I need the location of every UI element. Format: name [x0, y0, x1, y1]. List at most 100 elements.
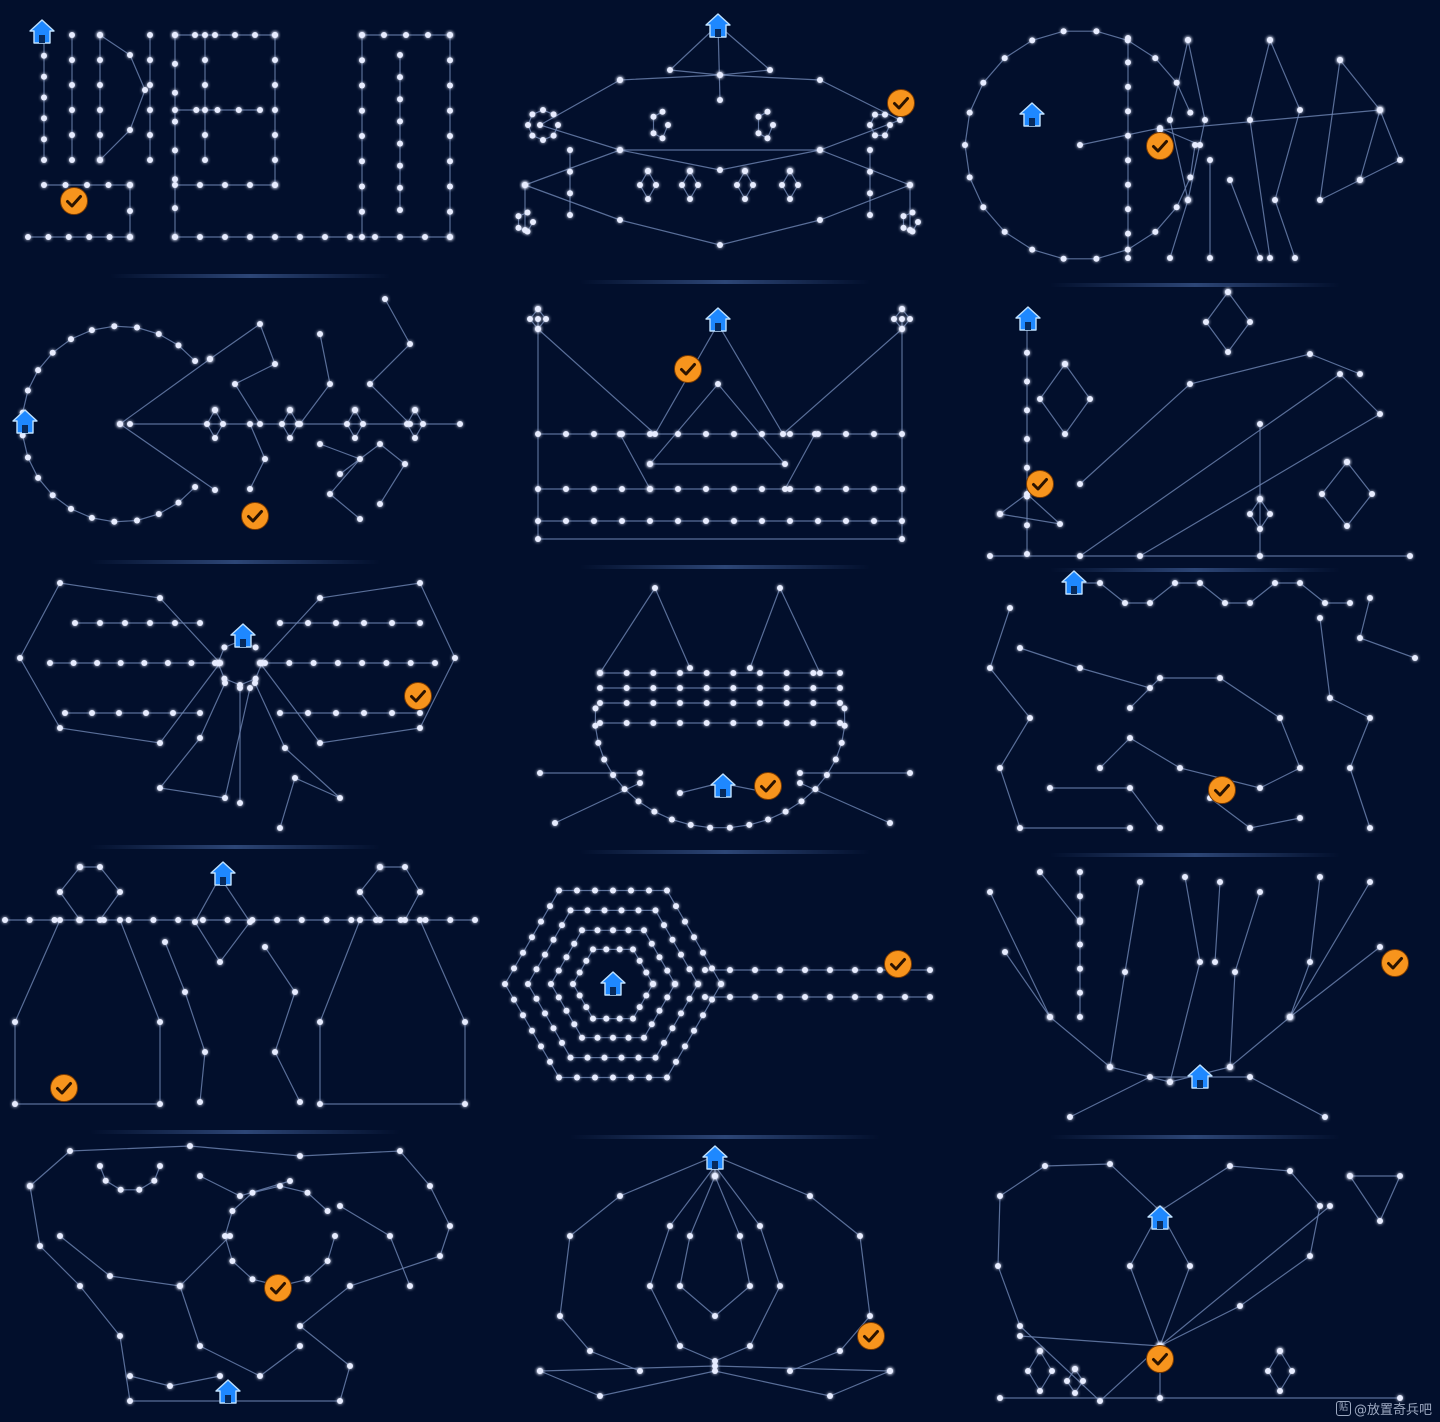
star-node[interactable] — [37, 1243, 43, 1249]
star-node[interactable] — [404, 421, 410, 427]
star-node[interactable] — [695, 182, 701, 188]
star-node[interactable] — [193, 107, 200, 113]
star-node[interactable] — [1257, 496, 1263, 502]
star-node[interactable] — [361, 710, 367, 716]
star-node[interactable] — [157, 1101, 163, 1107]
star-node[interactable] — [97, 157, 103, 163]
star-node[interactable] — [899, 316, 905, 322]
star-node[interactable] — [207, 356, 213, 362]
star-node[interactable] — [1137, 879, 1143, 885]
star-node[interactable] — [437, 1253, 443, 1259]
star-node[interactable] — [1077, 941, 1083, 948]
star-node[interactable] — [899, 326, 905, 332]
star-node[interactable] — [232, 381, 238, 387]
star-node[interactable] — [530, 219, 536, 225]
star-node[interactable] — [1187, 174, 1194, 181]
star-node[interactable] — [1347, 765, 1353, 771]
star-node[interactable] — [359, 660, 366, 666]
star-node[interactable] — [447, 57, 453, 64]
star-node[interactable] — [673, 1058, 679, 1065]
star-node[interactable] — [257, 660, 263, 666]
star-node[interactable] — [852, 994, 858, 1000]
star-node[interactable] — [147, 132, 153, 138]
star-node[interactable] — [117, 1186, 124, 1193]
star-node[interactable] — [172, 234, 178, 240]
star-node[interactable] — [197, 735, 203, 741]
star-node[interactable] — [815, 518, 821, 524]
star-node[interactable] — [1272, 197, 1278, 203]
star-node[interactable] — [134, 324, 140, 331]
house-icon[interactable] — [700, 1143, 730, 1173]
star-node[interactable] — [199, 917, 206, 923]
star-node[interactable] — [520, 1012, 526, 1019]
star-node[interactable] — [737, 1233, 743, 1239]
star-node[interactable] — [731, 431, 737, 437]
star-node[interactable] — [292, 989, 298, 995]
star-node[interactable] — [637, 770, 643, 776]
star-node[interactable] — [550, 1025, 557, 1032]
star-node[interactable] — [1225, 289, 1231, 295]
star-node[interactable] — [1125, 59, 1131, 66]
star-node[interactable] — [827, 967, 833, 973]
star-node[interactable] — [625, 927, 632, 934]
star-node[interactable] — [188, 660, 195, 666]
star-node[interactable] — [1192, 142, 1198, 148]
star-node[interactable] — [987, 553, 993, 559]
star-node[interactable] — [227, 1233, 233, 1239]
star-node[interactable] — [247, 234, 253, 240]
star-node[interactable] — [594, 1034, 601, 1041]
star-node[interactable] — [212, 407, 218, 413]
star-node[interactable] — [691, 934, 697, 941]
star-node[interactable] — [297, 234, 303, 240]
star-node[interactable] — [686, 966, 693, 973]
star-node[interactable] — [617, 431, 623, 437]
star-node[interactable] — [623, 720, 630, 726]
star-node[interactable] — [252, 680, 258, 686]
star-node[interactable] — [324, 1208, 331, 1214]
star-node[interactable] — [650, 981, 656, 987]
star-node[interactable] — [687, 821, 694, 828]
star-node[interactable] — [542, 1010, 548, 1017]
star-node[interactable] — [527, 316, 533, 322]
star-node[interactable] — [529, 934, 535, 941]
star-node[interactable] — [297, 1343, 303, 1349]
star-node[interactable] — [212, 32, 218, 38]
star-node[interactable] — [1167, 1079, 1173, 1085]
star-node[interactable] — [700, 1012, 706, 1019]
star-node[interactable] — [664, 994, 671, 1001]
star-node[interactable] — [337, 471, 343, 477]
star-node[interactable] — [397, 96, 403, 103]
star-node[interactable] — [1157, 675, 1163, 681]
star-node[interactable] — [867, 122, 873, 128]
star-node[interactable] — [717, 167, 723, 173]
star-node[interactable] — [427, 1183, 433, 1189]
star-node[interactable] — [810, 720, 817, 726]
star-node[interactable] — [41, 157, 47, 163]
star-node[interactable] — [1122, 969, 1128, 975]
star-node[interactable] — [618, 1054, 625, 1061]
star-node[interactable] — [563, 486, 569, 492]
star-node[interactable] — [687, 665, 693, 671]
star-node[interactable] — [367, 381, 373, 387]
star-node[interactable] — [717, 97, 723, 103]
star-node[interactable] — [1152, 228, 1159, 235]
star-node[interactable] — [172, 32, 178, 38]
star-node[interactable] — [397, 207, 403, 213]
star-node[interactable] — [1397, 1173, 1403, 1179]
star-node[interactable] — [357, 889, 363, 895]
star-node[interactable] — [347, 234, 353, 240]
star-node[interactable] — [360, 421, 366, 427]
puzzle-panel-tree[interactable] — [960, 852, 1440, 1136]
star-node[interactable] — [69, 157, 75, 163]
star-node[interactable] — [337, 1398, 343, 1404]
star-node[interactable] — [352, 407, 358, 413]
star-node[interactable] — [97, 917, 103, 923]
star-node[interactable] — [659, 108, 666, 115]
star-node[interactable] — [1024, 436, 1030, 442]
star-node[interactable] — [175, 917, 182, 923]
star-node[interactable] — [172, 205, 178, 212]
star-node[interactable] — [537, 122, 543, 128]
star-node[interactable] — [645, 168, 651, 174]
star-node[interactable] — [51, 917, 58, 923]
star-node[interactable] — [127, 1398, 133, 1404]
